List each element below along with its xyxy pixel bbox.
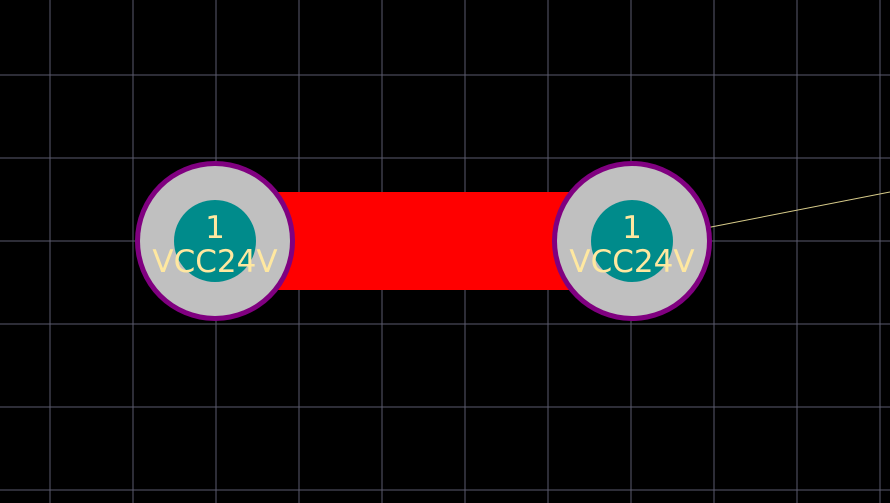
pad-number: 1 — [205, 210, 225, 246]
pad-right[interactable]: 1 VCC24V — [552, 161, 712, 321]
pad-net-name: VCC24V — [569, 244, 694, 280]
pad-left[interactable]: 1 VCC24V — [135, 161, 295, 321]
pad-number: 1 — [622, 210, 642, 246]
pad-net-name: VCC24V — [152, 244, 277, 280]
pad-drill-hole — [591, 200, 673, 282]
pad-drill-hole — [174, 200, 256, 282]
ratsnest-line[interactable] — [705, 191, 890, 229]
